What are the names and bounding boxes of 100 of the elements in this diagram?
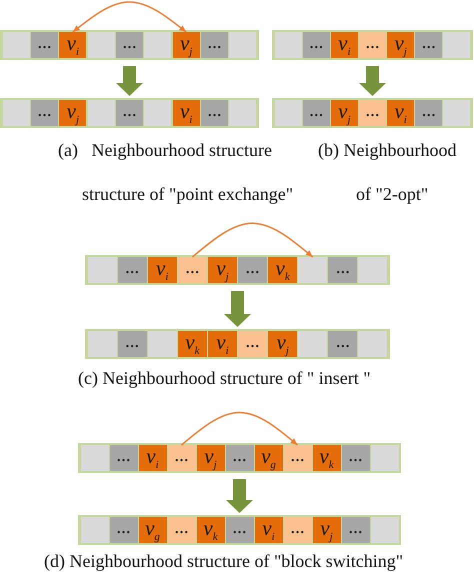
segment-cell bbox=[284, 445, 312, 471]
vertex-label: v$_{i}$ bbox=[180, 99, 192, 127]
vertex-cell bbox=[196, 517, 224, 543]
block-arrow bbox=[224, 291, 251, 327]
ellipsis-cell bbox=[415, 32, 442, 58]
vertex-label: v$_{i}$ bbox=[338, 31, 351, 59]
vertex-label: v$_{i}$ bbox=[146, 444, 159, 472]
vertex-label: v$_{k}$ bbox=[203, 516, 218, 544]
curved-arrow bbox=[181, 412, 298, 446]
ellipsis-text: … bbox=[336, 262, 350, 278]
ellipsis-text: … bbox=[336, 336, 350, 352]
vertex-cell bbox=[172, 32, 200, 58]
ellipsis-text: … bbox=[232, 522, 246, 538]
block-arrow bbox=[116, 66, 143, 96]
ellipsis-text: … bbox=[309, 37, 324, 53]
segment-cell bbox=[168, 517, 196, 543]
ellipsis-text: … bbox=[422, 37, 436, 53]
sequence-bar bbox=[85, 329, 390, 359]
ellipsis-text: … bbox=[348, 450, 362, 466]
ellipsis-cell bbox=[116, 32, 144, 58]
segment-cell bbox=[168, 445, 196, 471]
segment-cell bbox=[284, 517, 312, 543]
ellipsis-text: … bbox=[232, 450, 246, 466]
vertex-cell bbox=[312, 517, 340, 543]
ellipsis-text: … bbox=[348, 522, 362, 538]
vertex-cell bbox=[268, 331, 298, 357]
vertex-label: v$_{i}$ bbox=[156, 256, 168, 284]
ellipsis-cell bbox=[110, 517, 138, 543]
vertex-cell bbox=[254, 445, 282, 471]
ellipsis-text: … bbox=[116, 522, 130, 538]
curved-arrow bbox=[72, 1, 187, 33]
ellipsis-text: … bbox=[174, 522, 188, 538]
ellipsis-cell bbox=[328, 331, 358, 357]
ellipsis-cell bbox=[110, 445, 138, 471]
ellipsis-text: … bbox=[207, 37, 222, 53]
vertex-cell bbox=[330, 100, 358, 126]
vertex-label: v$_{j}$ bbox=[204, 444, 217, 472]
vertex-cell bbox=[254, 517, 282, 543]
vertex-label: v$_{j}$ bbox=[66, 99, 80, 127]
sequence-bar bbox=[85, 255, 390, 285]
ellipsis-cell bbox=[342, 445, 370, 471]
ellipsis-text: … bbox=[246, 336, 260, 352]
ellipsis-text: … bbox=[365, 105, 380, 121]
ellipsis-cell bbox=[415, 100, 442, 126]
vertex-label: v$_{j}$ bbox=[320, 516, 333, 544]
sequence-bar bbox=[272, 98, 473, 128]
ellipsis-cell bbox=[328, 257, 358, 283]
ellipsis-text: … bbox=[37, 37, 52, 53]
vertex-label: v$_{g}$ bbox=[261, 444, 276, 472]
ellipsis-cell bbox=[226, 517, 254, 543]
block-arrow bbox=[359, 66, 386, 96]
ellipsis-cell bbox=[200, 32, 228, 58]
ellipsis-cell bbox=[30, 100, 58, 126]
vertex-label: v$_{j}$ bbox=[338, 99, 351, 127]
ellipsis-cell bbox=[302, 100, 330, 126]
vertex-cell bbox=[138, 517, 166, 543]
sequence-bar bbox=[78, 515, 401, 545]
ellipsis-text: … bbox=[122, 37, 136, 53]
vertex-label: v$_{k}$ bbox=[185, 330, 200, 358]
ellipsis-text: … bbox=[125, 336, 140, 352]
vertex-cell bbox=[178, 331, 207, 357]
ellipsis-text: … bbox=[207, 105, 222, 121]
vertex-cell bbox=[208, 257, 237, 283]
sequence-bar bbox=[78, 443, 401, 473]
vertex-label: v$_{k}$ bbox=[276, 256, 290, 284]
ellipsis-cell bbox=[118, 257, 147, 283]
vertex-label: v$_{i}$ bbox=[262, 516, 275, 544]
caption: (d) Neighbourhood structure of "block switching" bbox=[44, 551, 404, 572]
vertex-label: v$_{i}$ bbox=[216, 330, 229, 358]
ellipsis-text: … bbox=[290, 450, 304, 466]
vertex-label: v$_{j}$ bbox=[394, 31, 407, 59]
curved-arrow bbox=[192, 222, 314, 258]
ellipsis-text: … bbox=[309, 105, 324, 121]
ellipsis-cell bbox=[302, 32, 330, 58]
ellipsis-cell bbox=[200, 100, 228, 126]
vertex-cell bbox=[138, 445, 166, 471]
vertex-cell bbox=[59, 100, 86, 126]
ellipsis-text: … bbox=[37, 105, 52, 121]
vertex-label: v$_{g}$ bbox=[145, 516, 160, 544]
ellipsis-cell bbox=[30, 32, 58, 58]
caption: (c) Neighbourhood structure of " insert " bbox=[78, 368, 371, 389]
sequence-bar bbox=[0, 30, 259, 60]
ellipsis-text: … bbox=[122, 105, 136, 121]
vertex-label: v$_{j}$ bbox=[276, 330, 289, 358]
vertex-label: v$_{i}$ bbox=[66, 31, 80, 59]
vertex-cell bbox=[196, 445, 224, 471]
ellipsis-cell bbox=[238, 257, 268, 283]
sequence-bar bbox=[0, 98, 259, 128]
vertex-cell bbox=[172, 100, 200, 126]
ellipsis-cell bbox=[226, 445, 254, 471]
vertex-cell bbox=[268, 257, 298, 283]
vertex-label: v$_{j}$ bbox=[216, 256, 229, 284]
segment-cell bbox=[358, 32, 386, 58]
ellipsis-text: … bbox=[422, 105, 436, 121]
vertex-cell bbox=[330, 32, 358, 58]
caption: structure of "point exchange" bbox=[82, 184, 294, 205]
segment-cell bbox=[358, 100, 386, 126]
vertex-label: v$_{i}$ bbox=[394, 99, 407, 127]
vertex-cell bbox=[387, 32, 414, 58]
ellipsis-cell bbox=[342, 517, 370, 543]
